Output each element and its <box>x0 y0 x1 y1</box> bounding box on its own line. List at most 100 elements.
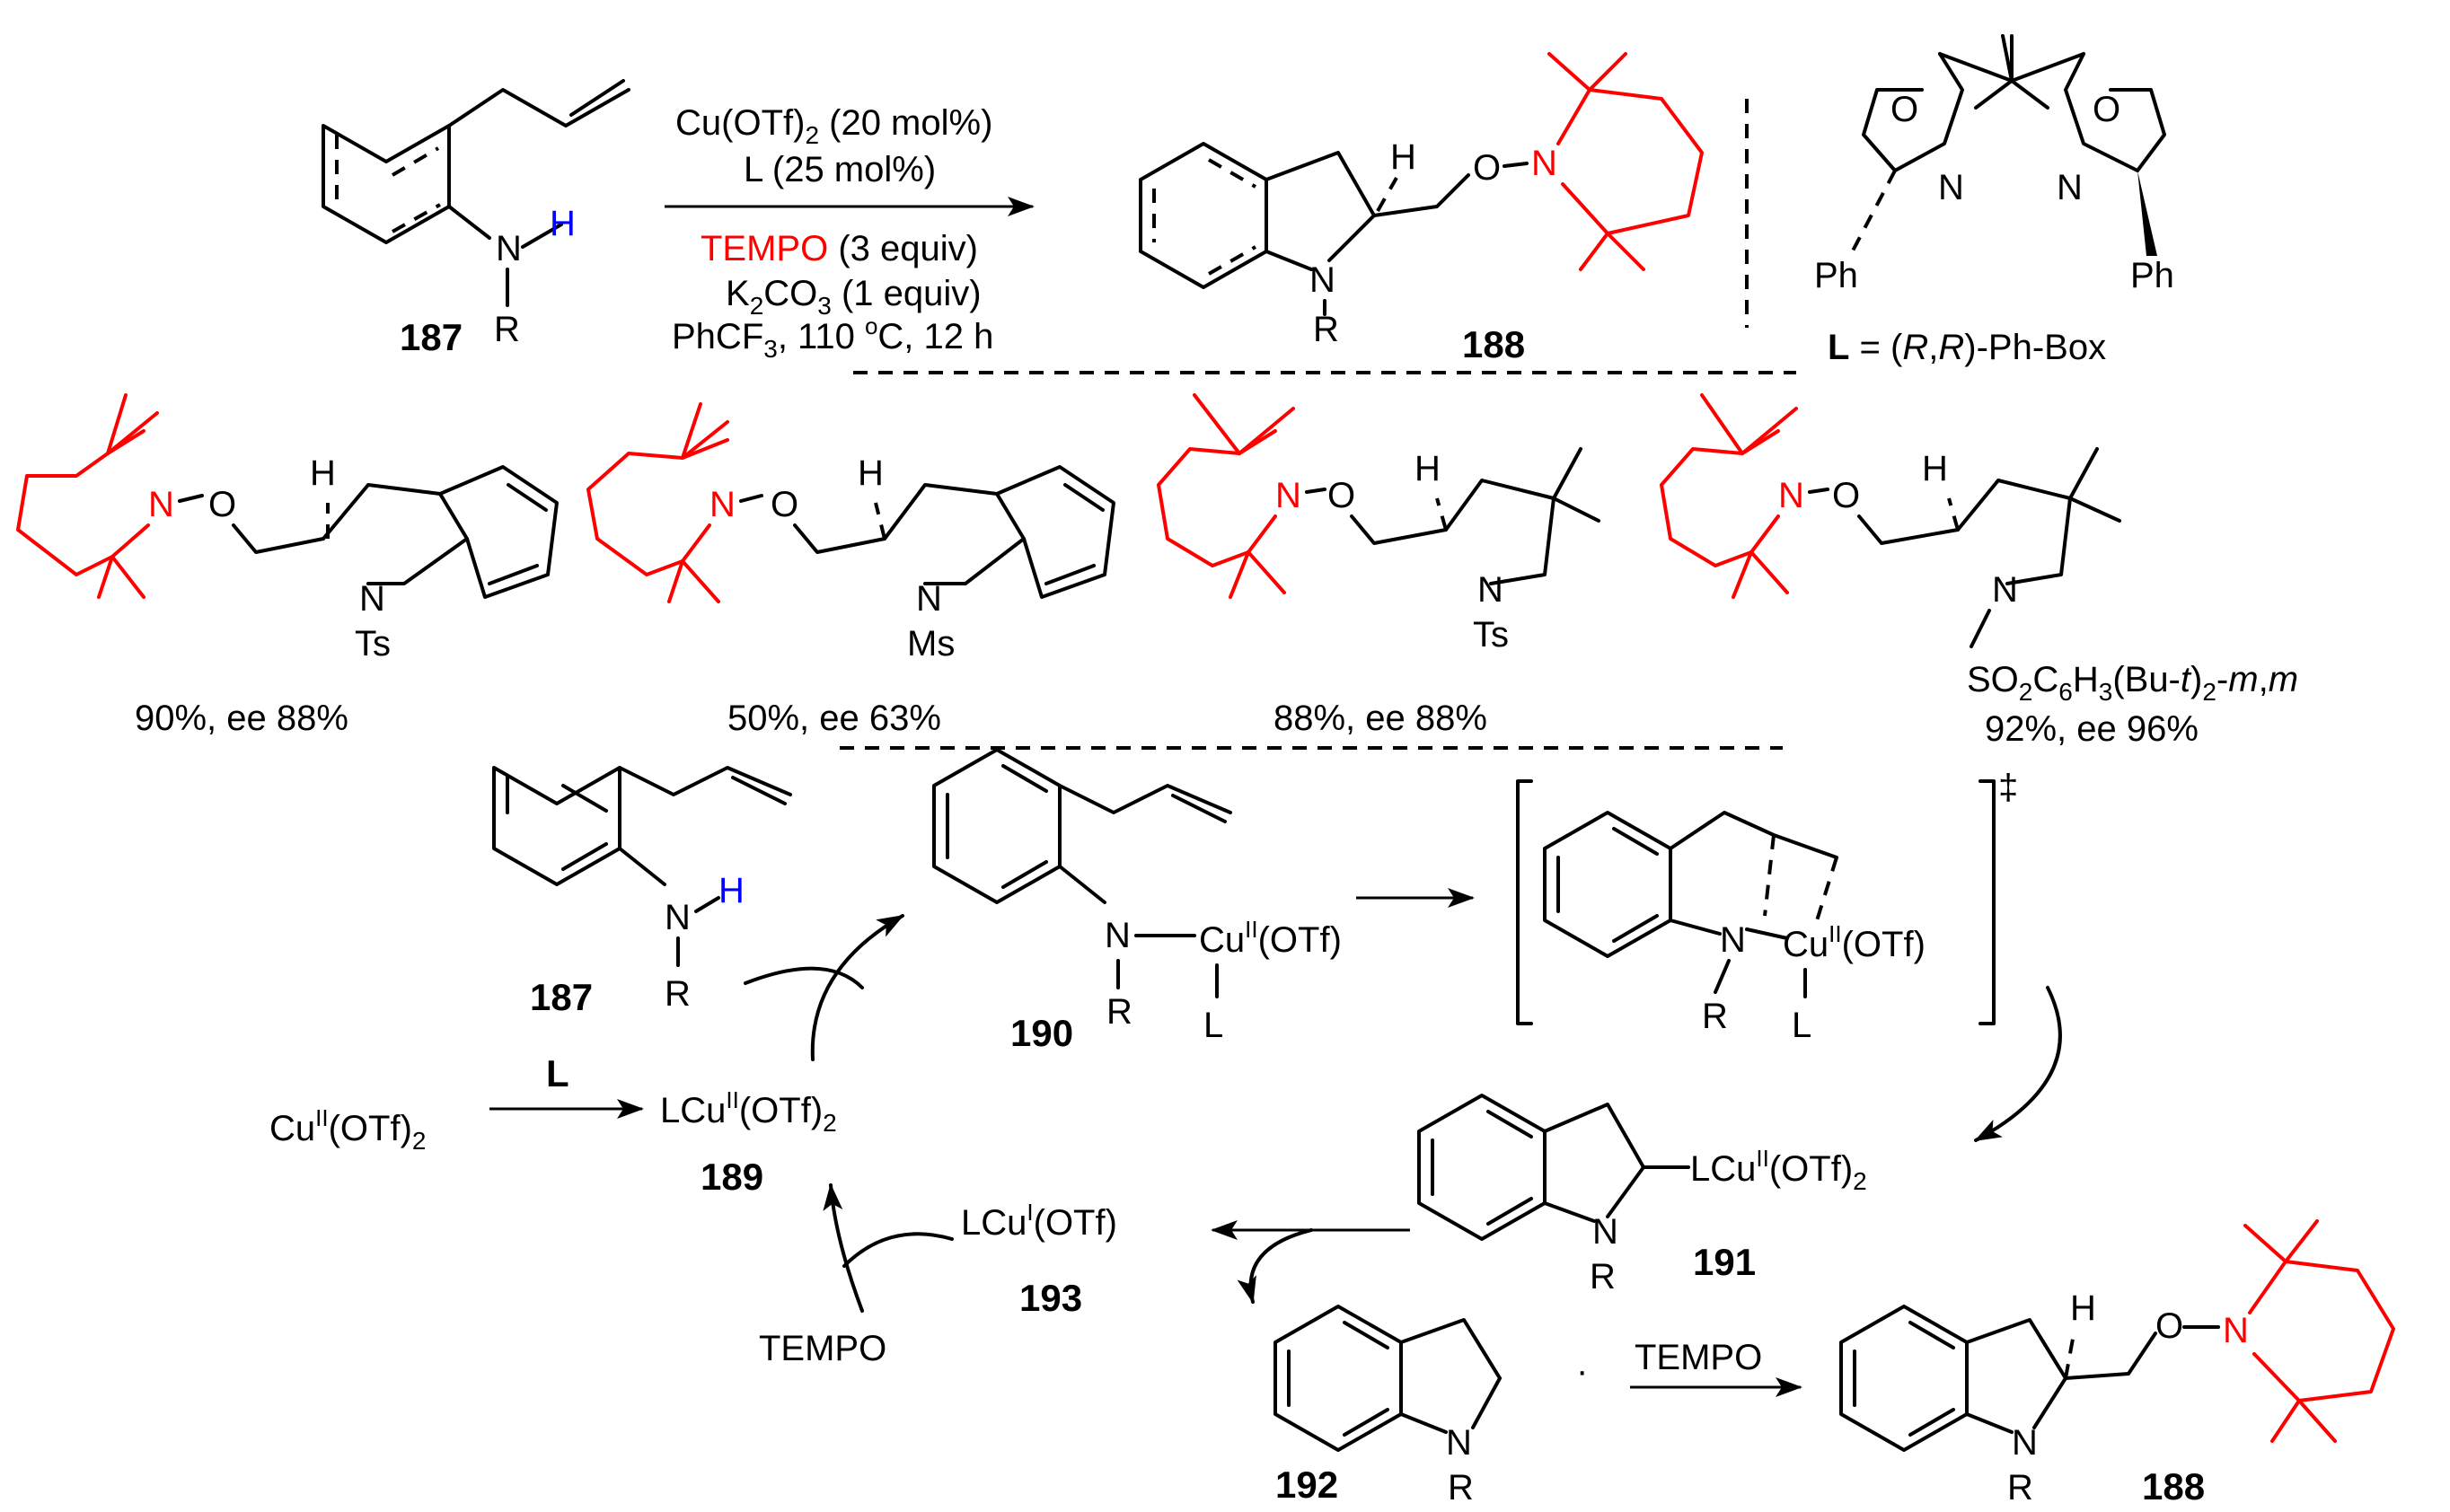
svg-text:H: H <box>858 453 884 493</box>
svg-text:R: R <box>1702 997 1728 1036</box>
mech-191-label: 191 <box>1693 1241 1756 1283</box>
mech-192-structure: N R · 192 <box>1273 1305 1588 1508</box>
svg-text:L (25 mol%): L (25 mol%) <box>744 150 936 189</box>
svg-text:N: N <box>1309 260 1335 300</box>
svg-text:R: R <box>1313 310 1339 349</box>
svg-text:R: R <box>2007 1468 2033 1508</box>
svg-text:O: O <box>208 485 236 524</box>
svg-text:Ms: Ms <box>907 624 955 664</box>
svg-text:N: N <box>1446 1423 1472 1463</box>
curved-arrow-193 <box>842 1232 954 1268</box>
mech-188-label: 188 <box>2142 1465 2205 1508</box>
compound-187-structure: N H R 187 <box>322 79 630 358</box>
lcu-189: LCuII(OTf)2 <box>660 1086 837 1137</box>
ligand-box-structure: O N Ph O N Ph L = (R,R)-Ph-Box <box>1814 34 2174 367</box>
svg-text:Ph: Ph <box>1814 256 1858 295</box>
example-3-structure: N O H N Ts 88%, ee 88% <box>1157 393 1600 738</box>
svg-text:N: N <box>2057 168 2083 207</box>
r-group: R <box>494 310 520 349</box>
svg-text:LCuII(OTf)2: LCuII(OTf)2 <box>1690 1145 1867 1195</box>
example-4-structure: N O H N SO2C6H3(Bu-t)2-m,m 92%, ee 96% <box>1660 393 2298 749</box>
svg-text:N: N <box>1992 570 2018 610</box>
mech-191-structure: N R LCuII(OTf)2 191 <box>1417 1094 1867 1297</box>
svg-text:R: R <box>1590 1257 1616 1297</box>
curved-arrow-up <box>810 914 904 1061</box>
svg-text:O: O <box>1832 476 1860 515</box>
arrow-ligand-label: L <box>546 1052 569 1094</box>
svg-text:TEMPO (3 equiv): TEMPO (3 equiv) <box>701 229 978 268</box>
reaction-conditions: Cu(OTf)2 (20 mol%) L (25 mol%) TEMPO (3 … <box>672 103 993 363</box>
svg-text:O: O <box>2093 90 2120 129</box>
svg-text:H: H <box>310 453 336 493</box>
example-4-yield: 92%, ee 96% <box>1985 709 2199 749</box>
example-2-structure: N O H N Ms 50%, ee 63% <box>586 402 1115 738</box>
svg-text:H: H <box>1390 137 1416 177</box>
svg-text:N: N <box>2012 1423 2038 1463</box>
example-2-yield: 50%, ee 63% <box>727 699 941 738</box>
svg-text:N: N <box>1720 920 1746 960</box>
svg-text:L: L <box>1792 1006 1811 1045</box>
mech-192-label: 192 <box>1275 1464 1338 1506</box>
svg-text:N: N <box>916 579 942 619</box>
cu-start: CuII(OTf)2 <box>269 1104 426 1155</box>
svg-text:Cu(OTf)2 (20 mol%): Cu(OTf)2 (20 mol%) <box>675 103 992 149</box>
svg-text:Ts: Ts <box>355 624 391 664</box>
mech-187-label: 187 <box>530 976 593 1018</box>
mech-187-structure: N H R 187 <box>492 766 792 1018</box>
svg-text:L = (R,R)-Ph-Box: L = (R,R)-Ph-Box <box>1828 328 2106 367</box>
n-atom: N <box>496 229 522 268</box>
svg-text:N: N <box>1778 476 1804 515</box>
mech-190-structure: N CuII(OTf) L R 190 <box>932 748 1342 1054</box>
svg-text:PhCF3, 110 oC, 12 h: PhCF3, 110 oC, 12 h <box>672 312 993 363</box>
mech-193-label: 193 <box>1019 1277 1082 1319</box>
svg-text:N: N <box>359 579 385 619</box>
svg-text:CuII(OTf): CuII(OTf) <box>1199 916 1342 960</box>
svg-text:O: O <box>2155 1306 2183 1346</box>
svg-text:R: R <box>1106 992 1132 1032</box>
curved-arrow-to-192 <box>1237 1228 1313 1304</box>
mech-188-structure: N R H O N 188 <box>1839 1219 2395 1508</box>
mech-189-label: 189 <box>701 1156 763 1198</box>
curved-arrow-to-189 <box>823 1183 864 1313</box>
svg-text:H: H <box>718 871 745 910</box>
transition-state: ‡ N CuII(OTf) L R <box>1516 768 2018 1045</box>
tempo-label-1: TEMPO <box>759 1329 886 1368</box>
svg-text:O: O <box>1327 476 1355 515</box>
compound-187-label: 187 <box>400 316 463 358</box>
svg-text:N: N <box>1105 916 1131 955</box>
svg-text:H: H <box>1414 449 1441 488</box>
svg-text:O: O <box>1890 90 1918 129</box>
mech-190-label: 190 <box>1010 1012 1073 1054</box>
svg-text:R: R <box>1448 1468 1474 1508</box>
lcu-193: LCuI(OTf) <box>961 1199 1117 1243</box>
svg-text:H: H <box>1922 449 1948 488</box>
svg-text:Ts: Ts <box>1473 615 1509 655</box>
svg-text:N: N <box>1477 570 1503 610</box>
svg-text:N: N <box>2223 1311 2249 1350</box>
h-atom: H <box>550 204 576 243</box>
svg-text:‡: ‡ <box>1998 768 2018 807</box>
svg-text:N: N <box>148 485 174 524</box>
svg-text:N: N <box>709 485 736 524</box>
svg-text:H: H <box>2070 1288 2096 1328</box>
svg-text:N: N <box>1531 144 1557 183</box>
svg-text:L: L <box>1203 1006 1223 1045</box>
svg-text:·: · <box>1576 1351 1588 1391</box>
tempo-label-2: TEMPO <box>1635 1338 1762 1377</box>
svg-text:R: R <box>665 974 691 1014</box>
example-1-yield: 90%, ee 88% <box>135 699 348 738</box>
svg-text:N: N <box>1275 476 1301 515</box>
svg-text:O: O <box>1473 148 1501 188</box>
svg-text:N: N <box>1938 168 1964 207</box>
svg-text:SO2C6H3(Bu-t)2-m,m: SO2C6H3(Bu-t)2-m,m <box>1967 660 2298 706</box>
svg-text:O: O <box>771 485 798 524</box>
svg-text:N: N <box>665 898 691 937</box>
curved-arrow-in <box>744 966 864 989</box>
curved-arrow-ts-191 <box>1974 986 2062 1142</box>
svg-text:K2CO3 (1 equiv): K2CO3 (1 equiv) <box>726 274 982 320</box>
svg-text:N: N <box>1592 1212 1618 1252</box>
example-1-structure: N O H N Ts 90%, ee 88% <box>16 393 559 738</box>
compound-188-structure: N R H O N 188 <box>1139 52 1704 365</box>
svg-text:Ph: Ph <box>2130 256 2174 295</box>
